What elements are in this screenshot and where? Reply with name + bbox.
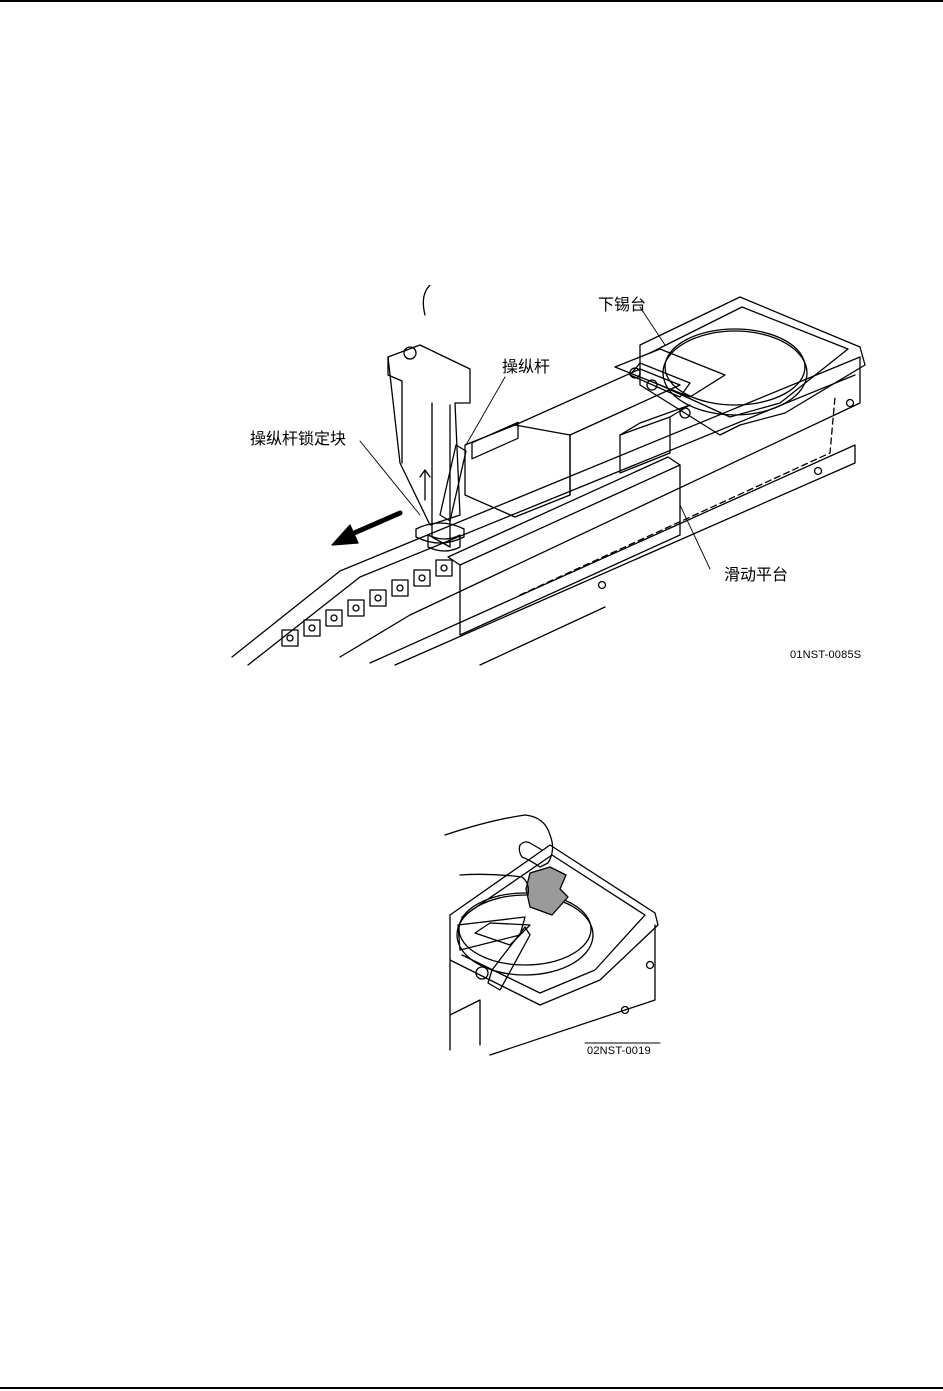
- page-bottom-rule: [0, 1387, 943, 1389]
- page-top-rule: [0, 0, 943, 2]
- figure-2-code: 02NST-0019: [587, 1045, 651, 1057]
- figure-1-code: 01NST-0085S: [790, 649, 861, 661]
- slide-direction-arrow: [332, 513, 400, 545]
- cleaning-drawing: [430, 805, 680, 1060]
- gripper-arms: [450, 917, 530, 1045]
- label-solder-station: 下锡台: [598, 297, 646, 313]
- figure-cleaning-solder-tray: 02NST-0019: [430, 805, 680, 1060]
- label-slide-platform: 滑动平台: [724, 567, 788, 583]
- leader-lines: [360, 307, 710, 569]
- label-lever-lock-block: 操纵杆锁定块: [250, 431, 346, 447]
- label-lever: 操纵杆: [502, 359, 550, 375]
- gripper-arms: [615, 349, 725, 473]
- conveyor-blocks: [282, 560, 452, 646]
- solder-station-drawing: [220, 285, 880, 675]
- slide-platform-body: [448, 369, 680, 635]
- cleaning-cloth: [526, 867, 568, 915]
- figure-solder-station-assembly: 下锡台 操纵杆 操纵杆锁定块 滑动平台 01NST-0085S: [220, 285, 880, 675]
